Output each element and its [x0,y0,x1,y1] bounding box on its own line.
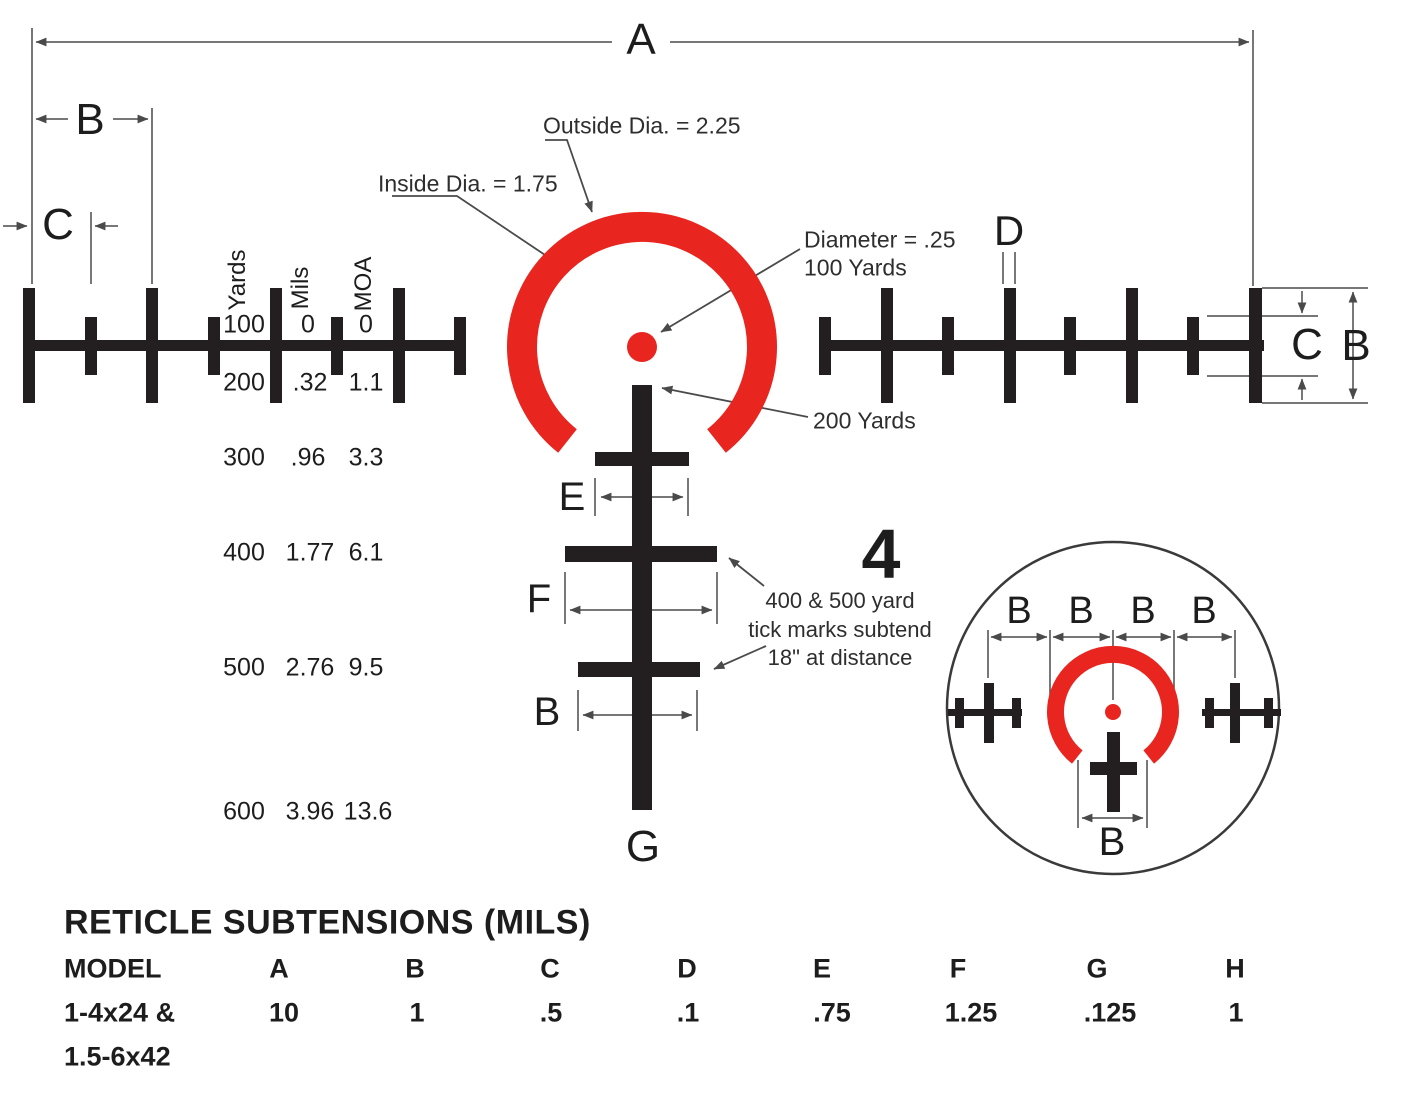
subtension-value-f: 1.25 [944,997,998,1028]
inset-center-dot [1105,704,1121,720]
inset-circle [945,540,1281,876]
range-500-yards: 500 [223,653,265,682]
inset-b4-label: B [1191,590,1217,632]
subtension-value-c: .5 [539,997,563,1028]
range-100-moa: 0 [359,310,373,339]
subtension-value-b: 1 [409,997,425,1028]
inset-b-bottom-label: B [1098,820,1126,864]
subtension-col-f: F [949,953,967,984]
range-600-mils: 3.96 [285,797,335,826]
subtension-col-c: C [540,953,560,984]
range-100-mils: 0 [301,310,315,339]
range-300-mils: .96 [290,443,326,472]
inset-reticle [948,683,1281,812]
range-600-yards: 600 [223,797,265,826]
dim-c-right-label: C [1291,320,1323,369]
dim-b-mid-label: B [533,690,561,734]
subtension-col-b: B [405,953,425,984]
inset-b2-label: B [1068,590,1094,632]
range-300-moa: 3.3 [348,443,384,472]
dim-c-top-label: C [42,200,74,249]
subtension-col-e: E [812,953,832,984]
center-dot [627,332,657,362]
subtension-model-line1: 1-4x24 & [64,997,176,1028]
range-600-moa: 13.6 [343,797,393,826]
range-header-mils: Mils [287,266,314,310]
subtension-value-g: .125 [1083,997,1137,1028]
range-200-mils: .32 [292,368,328,397]
dot-range-annotation: 100 Yards [804,254,907,281]
outside-dia-annotation: Outside Dia. = 2.25 [543,112,741,139]
subtension-value-h: 1 [1228,997,1244,1028]
range-header-moa: MOA [350,256,377,312]
left-reticle-bar [23,288,466,403]
subtension-model-line2: 1.5-6x42 [64,1041,171,1072]
dim-g-label: G [625,822,661,871]
subtension-col-a: A [269,953,289,984]
subtension-col-h: H [1225,953,1245,984]
range-200-moa: 1.1 [348,368,384,397]
subtension-value-a: 10 [268,997,300,1028]
subtension-table-title: RETICLE SUBTENSIONS (MILS) [64,903,591,942]
post-top-annotation: 200 Yards [813,407,916,434]
range-400-yards: 400 [223,538,265,567]
dim-a-label: A [626,15,656,64]
subtension-value-e: .75 [813,997,851,1028]
subtension-col-model: MODEL [64,953,162,984]
inside-dia-annotation: Inside Dia. = 1.75 [378,170,558,197]
range-300-yards: 300 [223,443,265,472]
subtension-col-d: D [677,953,697,984]
range-100-yards: 100 [223,310,265,339]
range-400-mils: 1.77 [285,538,335,567]
inset-b1-label: B [1006,590,1032,632]
range-header-yards: Yards [224,249,251,311]
right-reticle-bar [819,288,1264,403]
bdc-post [565,385,717,810]
dot-diameter-annotation: Diameter = .25 [804,226,956,253]
range-500-moa: 9.5 [348,653,384,682]
magnification-label: 4 [861,515,901,593]
horseshoe-ring [507,212,777,453]
inset-b3-label: B [1130,590,1156,632]
dim-b-right-label: B [1341,321,1371,370]
inset-horseshoe-ring [1047,646,1179,764]
range-400-moa: 6.1 [348,538,384,567]
dim-d-label: D [993,207,1025,254]
range-200-yards: 200 [223,368,265,397]
subtension-value-d: .1 [676,997,700,1028]
tick-note-line1: 400 & 500 yard [765,588,915,613]
leader-arrows [392,139,809,670]
dim-e-label: E [558,475,586,519]
tick-note-line3: 18" at distance [767,645,913,670]
tick-note-line2: tick marks subtend [748,617,932,642]
dim-b-top-label: B [75,95,105,144]
range-500-mils: 2.76 [285,653,335,682]
dim-f-label: F [526,577,552,621]
subtension-col-g: G [1086,953,1108,984]
